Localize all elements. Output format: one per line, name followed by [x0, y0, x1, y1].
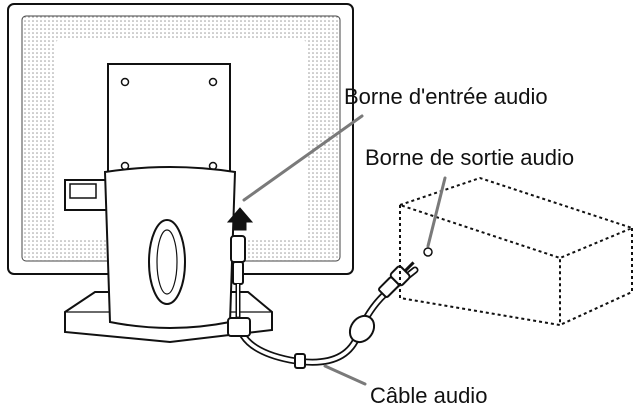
leader-audio-input: [242, 114, 364, 202]
stand-column: [103, 166, 237, 329]
audio-output-jack: [423, 247, 433, 257]
side-connector-block: [64, 179, 111, 211]
label-audio-cable: Câble audio: [370, 383, 487, 408]
ferrite-core: [348, 314, 376, 344]
cable-band: [294, 353, 306, 369]
leader-audio-output: [426, 176, 447, 248]
label-audio-input-terminal: Borne d'entrée audio: [344, 84, 548, 109]
audio-input-terminal: [226, 207, 254, 318]
vesa-mount-plate: [107, 63, 231, 185]
audio-output-plug: [378, 261, 415, 298]
cable-clip: [227, 317, 251, 337]
external-audio-device: [396, 176, 635, 327]
leader-audio-cable: [323, 364, 367, 386]
leader-lines: [242, 114, 447, 386]
insert-arrow-icon: [226, 207, 254, 231]
label-audio-output-terminal: Borne de sortie audio: [365, 145, 574, 170]
